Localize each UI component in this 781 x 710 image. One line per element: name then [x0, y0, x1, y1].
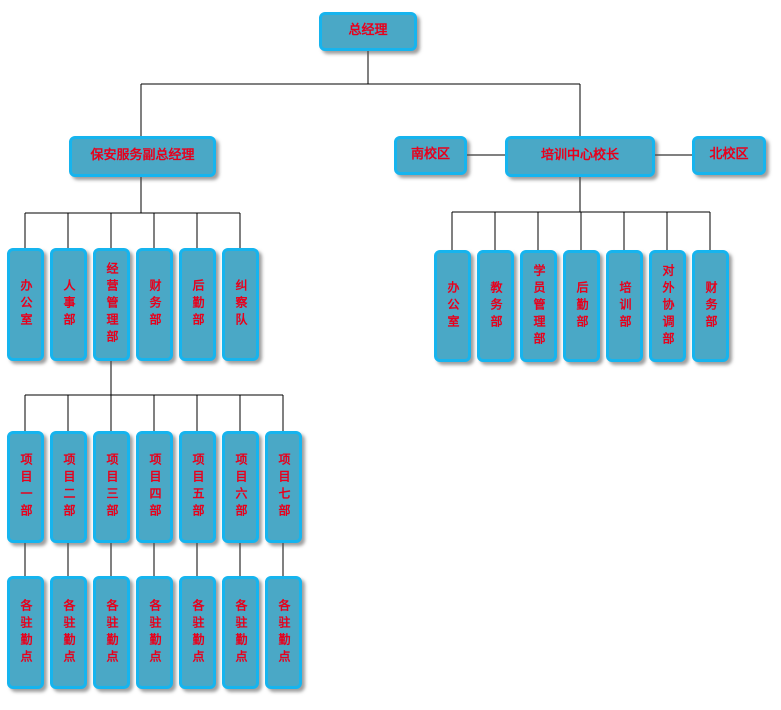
sec-ops-label: 经营管理部	[105, 262, 119, 347]
duty-post-7-box: 各驻勤点	[265, 576, 302, 689]
north-campus-box: 北校区	[692, 136, 766, 175]
tr-academic-label: 教务部	[489, 280, 503, 332]
north-campus-label: 北校区	[709, 147, 749, 163]
duty-post-1-box: 各驻勤点	[7, 576, 44, 689]
tr-external-box: 对外协调部	[649, 250, 686, 362]
security-vp-box: 保安服务副总经理	[69, 136, 216, 177]
tr-finance-label: 财务部	[704, 280, 718, 332]
duty-post-4-box: 各驻勤点	[136, 576, 173, 689]
training-principal-box: 培训中心校长	[505, 136, 655, 177]
tr-training-box: 培训部	[606, 250, 643, 362]
duty-post-6-label: 各驻勤点	[234, 598, 248, 667]
project-6-label: 项目六部	[234, 453, 248, 521]
sec-logistics-box: 后勤部	[179, 248, 216, 361]
south-campus-label: 南校区	[410, 147, 450, 163]
duty-post-5-box: 各驻勤点	[179, 576, 216, 689]
sec-patrol-box: 纠察队	[222, 248, 259, 361]
sec-ops-box: 经营管理部	[93, 248, 130, 361]
duty-post-2-box: 各驻勤点	[50, 576, 87, 689]
security-vp-label: 保安服务副总经理	[90, 148, 195, 164]
project-4-label: 项目四部	[148, 453, 162, 521]
tr-office-label: 办公室	[446, 280, 460, 332]
project-7-label: 项目七部	[277, 453, 291, 521]
sec-logistics-label: 后勤部	[191, 279, 205, 330]
general-manager-label: 总经理	[348, 23, 388, 39]
tr-logistics-box: 后勤部	[563, 250, 600, 362]
project-1-box: 项目一部	[7, 431, 44, 543]
tr-training-label: 培训部	[618, 280, 632, 332]
sec-office-box: 办公室	[7, 248, 44, 361]
project-2-box: 项目二部	[50, 431, 87, 543]
project-3-box: 项目三部	[93, 431, 130, 543]
duty-post-6-box: 各驻勤点	[222, 576, 259, 689]
duty-post-1-label: 各驻勤点	[19, 598, 33, 667]
duty-post-3-box: 各驻勤点	[93, 576, 130, 689]
sec-finance-box: 财务部	[136, 248, 173, 361]
tr-office-box: 办公室	[434, 250, 471, 362]
project-5-label: 项目五部	[191, 453, 205, 521]
project-4-box: 项目四部	[136, 431, 173, 543]
training-principal-label: 培训中心校长	[540, 148, 619, 164]
duty-post-5-label: 各驻勤点	[191, 598, 205, 667]
sec-finance-label: 财务部	[148, 279, 162, 330]
general-manager-box: 总经理	[319, 12, 417, 51]
project-2-label: 项目二部	[62, 453, 76, 521]
sec-office-label: 办公室	[19, 279, 33, 330]
sec-patrol-label: 纠察队	[234, 279, 248, 330]
south-campus-box: 南校区	[394, 136, 467, 175]
duty-post-7-label: 各驻勤点	[277, 598, 291, 667]
project-6-box: 项目六部	[222, 431, 259, 543]
project-3-label: 项目三部	[105, 453, 119, 521]
duty-post-2-label: 各驻勤点	[62, 598, 76, 667]
tr-student-label: 学员管理部	[532, 263, 546, 349]
tr-external-label: 对外协调部	[661, 263, 675, 349]
duty-post-3-label: 各驻勤点	[105, 598, 119, 667]
project-1-label: 项目一部	[19, 453, 33, 521]
sec-hr-label: 人事部	[62, 279, 76, 330]
tr-student-box: 学员管理部	[520, 250, 557, 362]
project-7-box: 项目七部	[265, 431, 302, 543]
tr-finance-box: 财务部	[692, 250, 729, 362]
tr-academic-box: 教务部	[477, 250, 514, 362]
project-5-box: 项目五部	[179, 431, 216, 543]
tr-logistics-label: 后勤部	[575, 280, 589, 332]
sec-hr-box: 人事部	[50, 248, 87, 361]
duty-post-4-label: 各驻勤点	[148, 598, 162, 667]
